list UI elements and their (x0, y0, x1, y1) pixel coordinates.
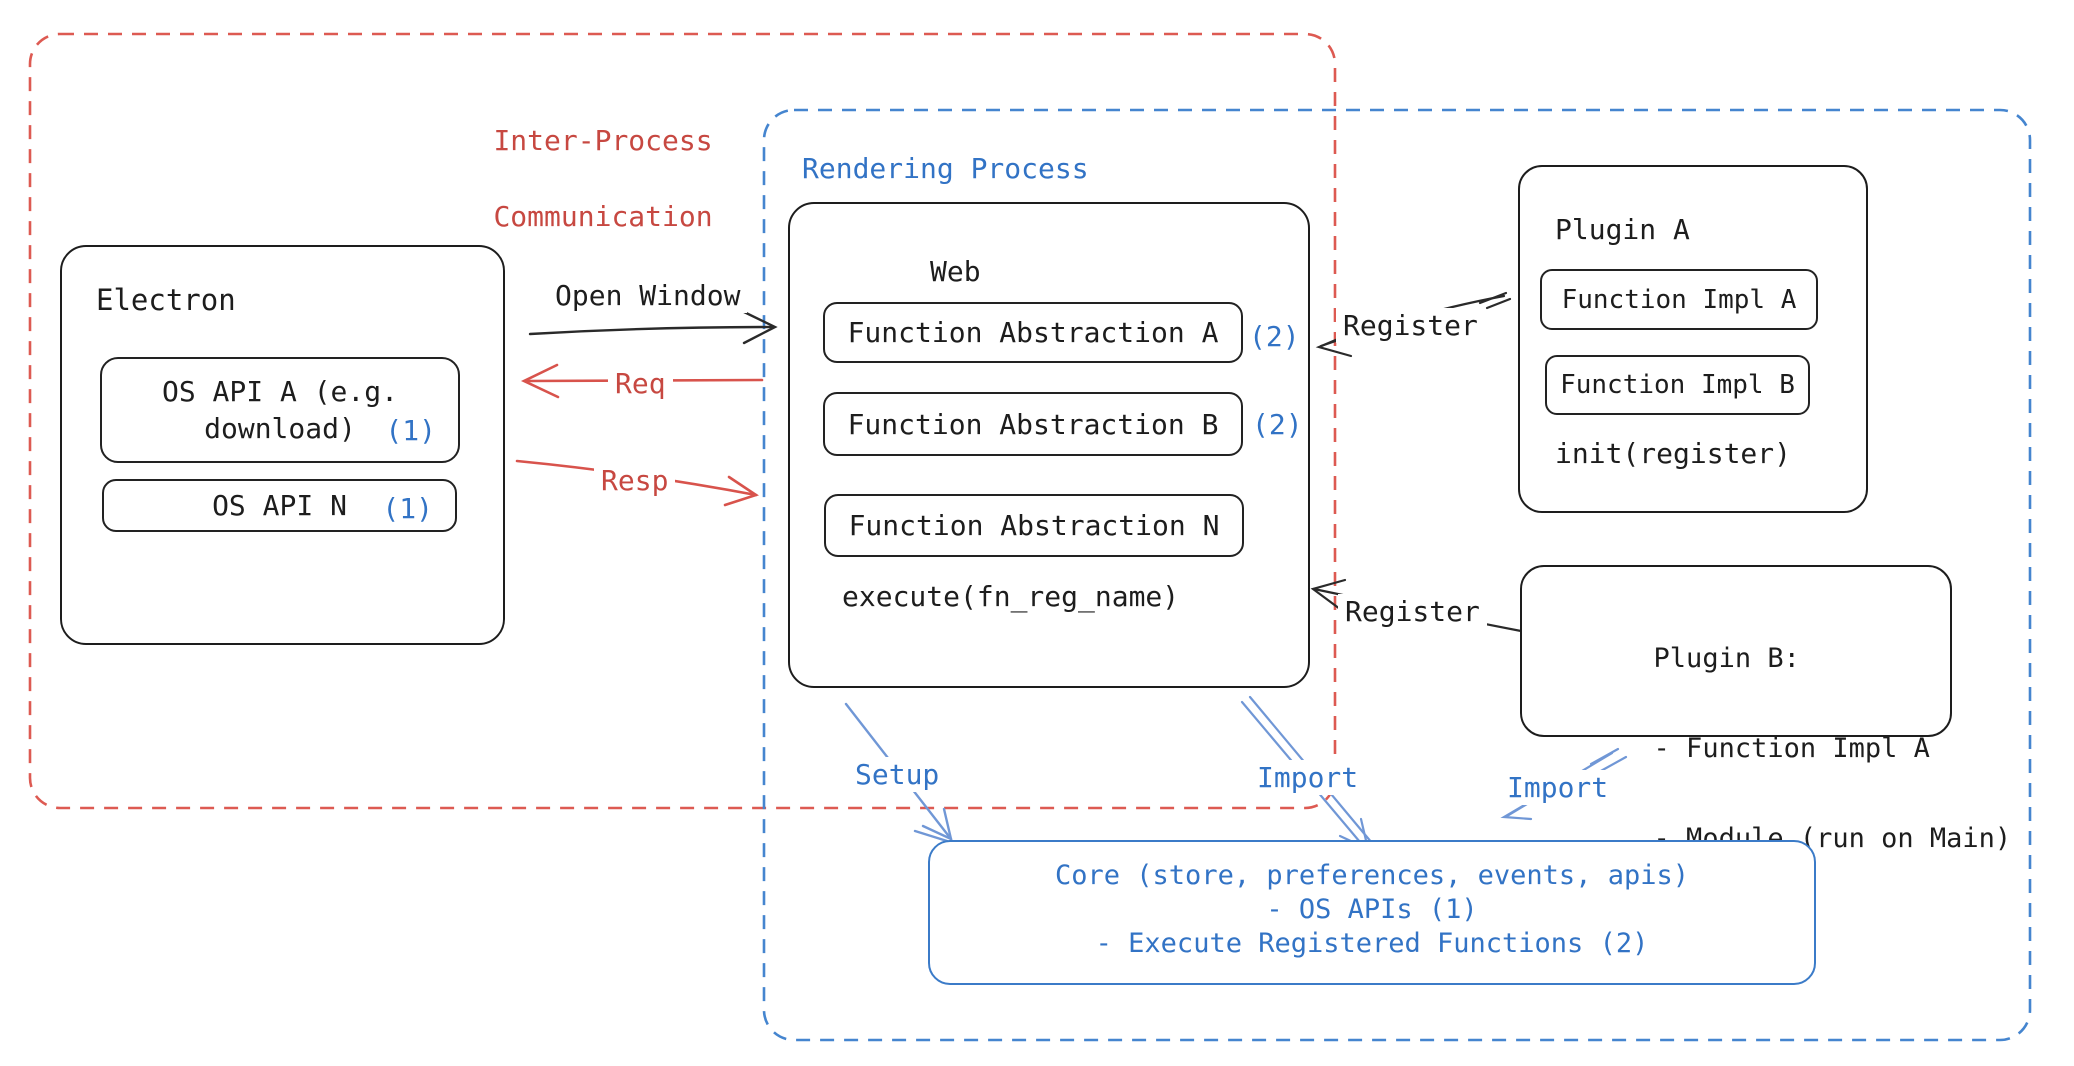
os-api-n-text: OS API N (212, 489, 347, 522)
function-abstraction-n-text: Function Abstraction N (848, 509, 1220, 542)
req-label: Req (608, 366, 673, 401)
resp-label: Resp (594, 463, 676, 498)
function-abstraction-b-text: Function Abstraction B (847, 407, 1219, 441)
plugin-b-item-2: - Module (run on Main) (1653, 823, 2012, 854)
os-api-a-text: OS API A (e.g. download) (162, 373, 398, 447)
core-line2: - OS APIs (1) (1266, 894, 1478, 925)
plugin-b-box: Plugin B: - Function Impl A - Module (ru… (1520, 565, 2011, 854)
function-impl-a-text: Function Impl A (1561, 284, 1797, 315)
os-api-n-ref: (1) (382, 492, 433, 525)
web-box: Web Function Abstraction A (2) Function … (788, 202, 1310, 688)
setup-label: Setup (848, 757, 947, 792)
plugin-b-title: Plugin B: (1653, 643, 1800, 674)
core-line3: - Execute Registered Functions (2) (1095, 928, 1649, 959)
ipc-dashed-border (28, 32, 1337, 810)
electron-title: Electron (96, 283, 236, 317)
register-top-label: Register (1336, 308, 1485, 343)
os-api-n-box: OS API N (1) (102, 479, 457, 532)
register-bottom-label: Register (1338, 594, 1487, 629)
function-impl-a-box: Function Impl A (1540, 269, 1818, 330)
rendering-region-label: Rendering Process (802, 152, 1089, 185)
plugin-b-text: Plugin B: - Function Impl A - Module (ru… (1556, 591, 2012, 906)
function-abstraction-b-box: Function Abstraction B (823, 392, 1243, 456)
os-api-a-box: OS API A (e.g. download) (1) (100, 357, 460, 463)
electron-box: Electron OS API A (e.g. download) (1) OS… (60, 245, 505, 645)
function-abstraction-n-box: Function Abstraction N (824, 494, 1244, 557)
ipc-region-label-line2: Communication (493, 200, 713, 233)
function-abstraction-a-box: Function Abstraction A (823, 302, 1243, 363)
plugin-a-title: Plugin A (1555, 213, 1690, 246)
open-window-arrow (528, 309, 778, 345)
web-title: Web (930, 255, 981, 288)
import-web-label: Import (1250, 760, 1366, 795)
ipc-region-label: Inter-Process Communication (426, 84, 713, 274)
function-abstraction-a-ref: (2) (1249, 320, 1300, 353)
os-api-a-line1: OS API A (e.g. (161, 375, 398, 408)
function-impl-b-text: Function Impl B (1560, 370, 1795, 400)
plugin-b-item-1: - Function Impl A (1653, 733, 1930, 764)
import-plugin-label: Import (1500, 770, 1616, 805)
function-abstraction-a-text: Function Abstraction A (847, 316, 1219, 349)
plugin-a-init-text: init(register) (1555, 437, 1792, 470)
web-execute-text: execute(fn_reg_name) (842, 580, 1180, 613)
function-impl-b-box: Function Impl B (1545, 355, 1810, 415)
os-api-a-ref: (1) (385, 414, 436, 447)
open-window-label: Open Window (548, 278, 748, 313)
os-api-a-line2: download) (204, 412, 356, 445)
function-abstraction-b-ref: (2) (1252, 408, 1303, 441)
ipc-region-label-line1: Inter-Process (493, 124, 713, 157)
plugin-a-box: Plugin A Function Impl A Function Impl B… (1518, 165, 1868, 513)
rendering-dashed-border (762, 108, 2032, 1042)
core-box: Core (store, preferences, events, apis) … (928, 840, 1816, 985)
core-line1: Core (store, preferences, events, apis) (1055, 860, 1689, 891)
